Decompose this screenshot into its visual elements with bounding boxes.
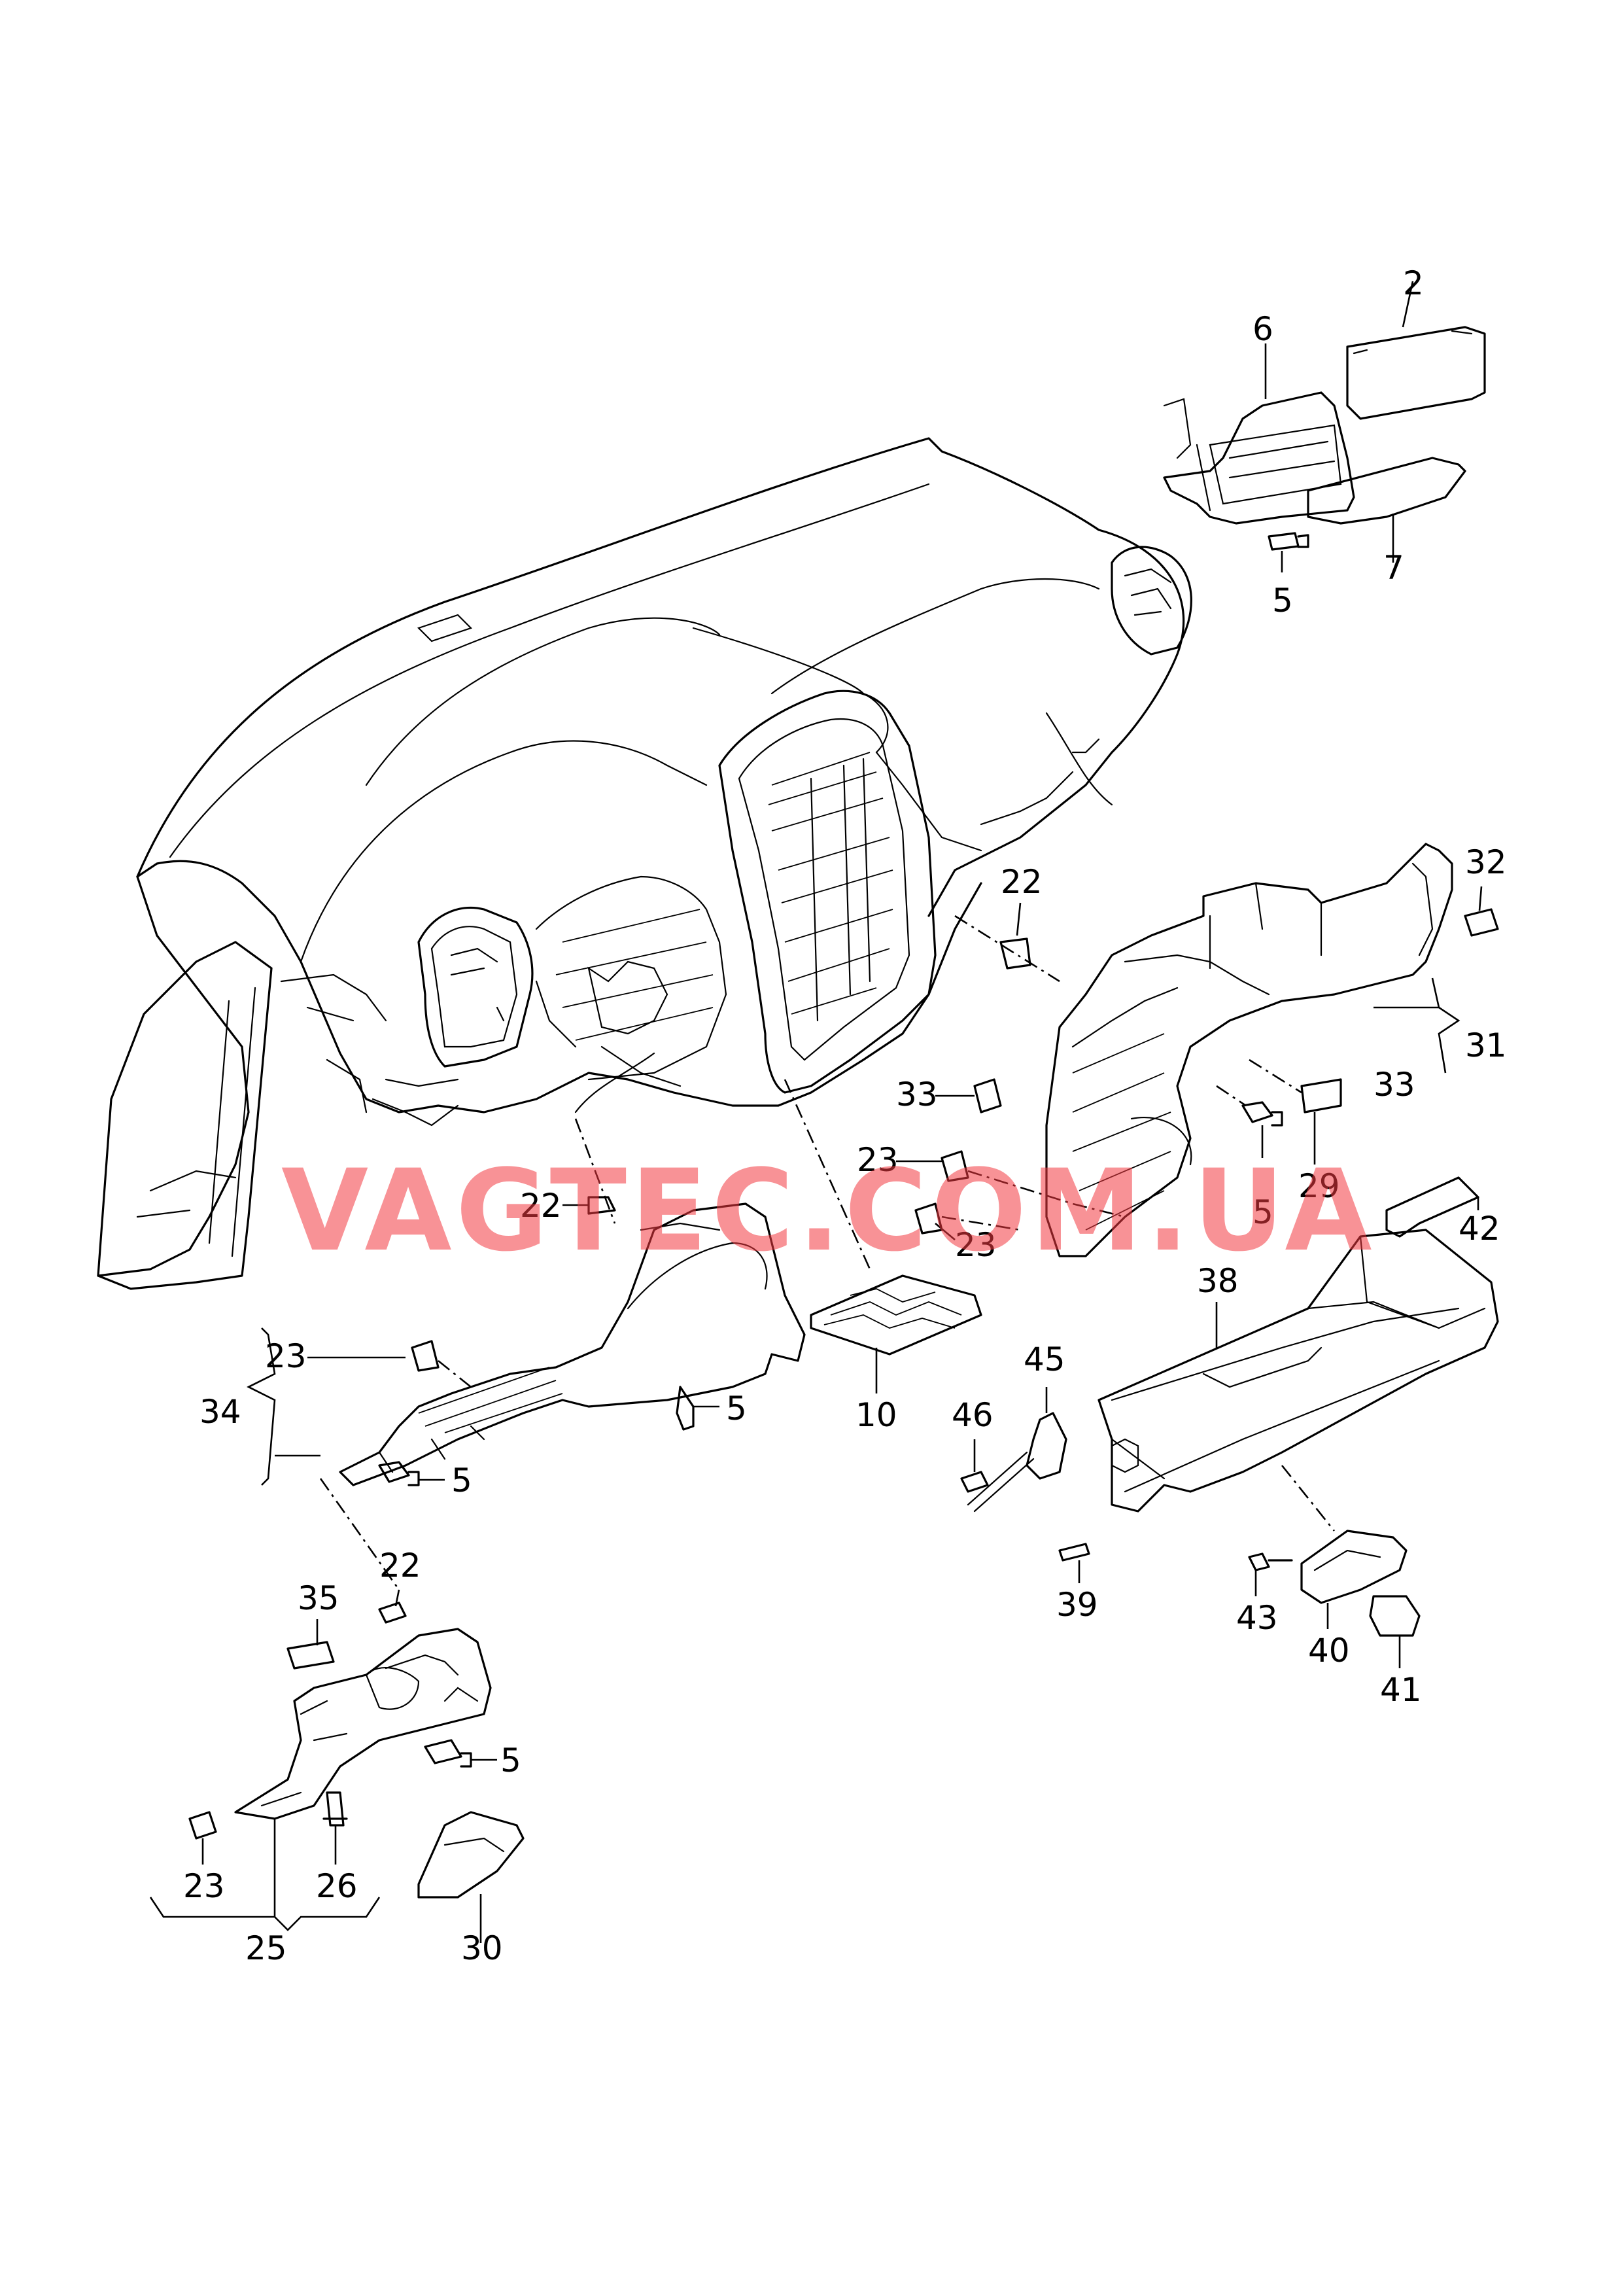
trim-strip — [1385, 1176, 1479, 1238]
callout-labels: 2 6 5 7 22 32 31 33 33 29 23 5 22 23 42 … — [183, 264, 1507, 1967]
callout-22: 22 — [520, 1187, 562, 1225]
callout-25: 25 — [245, 1929, 287, 1967]
callout-2: 2 — [1403, 264, 1424, 302]
dashboard-panel — [97, 437, 1192, 1290]
glovebox — [960, 1229, 1499, 1668]
callout-31: 31 — [1465, 1026, 1507, 1064]
glovebox-housing — [896, 843, 1499, 1257]
callout-23: 23 — [265, 1337, 307, 1375]
callout-45: 45 — [1024, 1340, 1065, 1378]
callout-23: 23 — [955, 1226, 997, 1264]
callout-22: 22 — [1001, 863, 1043, 901]
callout-22: 22 — [379, 1547, 421, 1585]
callout-33: 33 — [1373, 1066, 1415, 1104]
callout-43: 43 — [1236, 1599, 1278, 1637]
callout-23: 23 — [183, 1867, 225, 1905]
callout-5: 5 — [726, 1390, 747, 1428]
callout-40: 40 — [1308, 1632, 1350, 1670]
radio-frame-assembly — [1163, 281, 1486, 572]
callout-32: 32 — [1465, 843, 1507, 881]
callout-5: 5 — [451, 1462, 472, 1499]
insulation-mat — [784, 1079, 982, 1393]
callout-34: 34 — [199, 1393, 241, 1431]
callout-23: 23 — [857, 1141, 899, 1179]
callout-39: 39 — [1056, 1586, 1098, 1624]
callout-7: 7 — [1383, 549, 1404, 587]
callout-35: 35 — [298, 1579, 339, 1617]
callout-42: 42 — [1459, 1210, 1500, 1248]
callout-6: 6 — [1253, 310, 1273, 348]
callout-41: 41 — [1380, 1671, 1422, 1709]
callout-5: 5 — [1253, 1193, 1273, 1231]
callout-5: 5 — [500, 1742, 521, 1779]
watermark-text: VAGTEC.COM.UA — [281, 1145, 1376, 1276]
callout-30: 30 — [461, 1929, 503, 1967]
callout-26: 26 — [316, 1867, 358, 1905]
callout-33: 33 — [896, 1076, 938, 1113]
lower-trim-assembly — [149, 1589, 525, 1943]
callout-29: 29 — [1298, 1167, 1340, 1205]
callout-46: 46 — [952, 1396, 993, 1434]
callout-38: 38 — [1197, 1262, 1239, 1300]
knee-trim-left — [247, 1118, 806, 1590]
callout-10: 10 — [855, 1396, 897, 1434]
callout-5: 5 — [1272, 582, 1293, 620]
